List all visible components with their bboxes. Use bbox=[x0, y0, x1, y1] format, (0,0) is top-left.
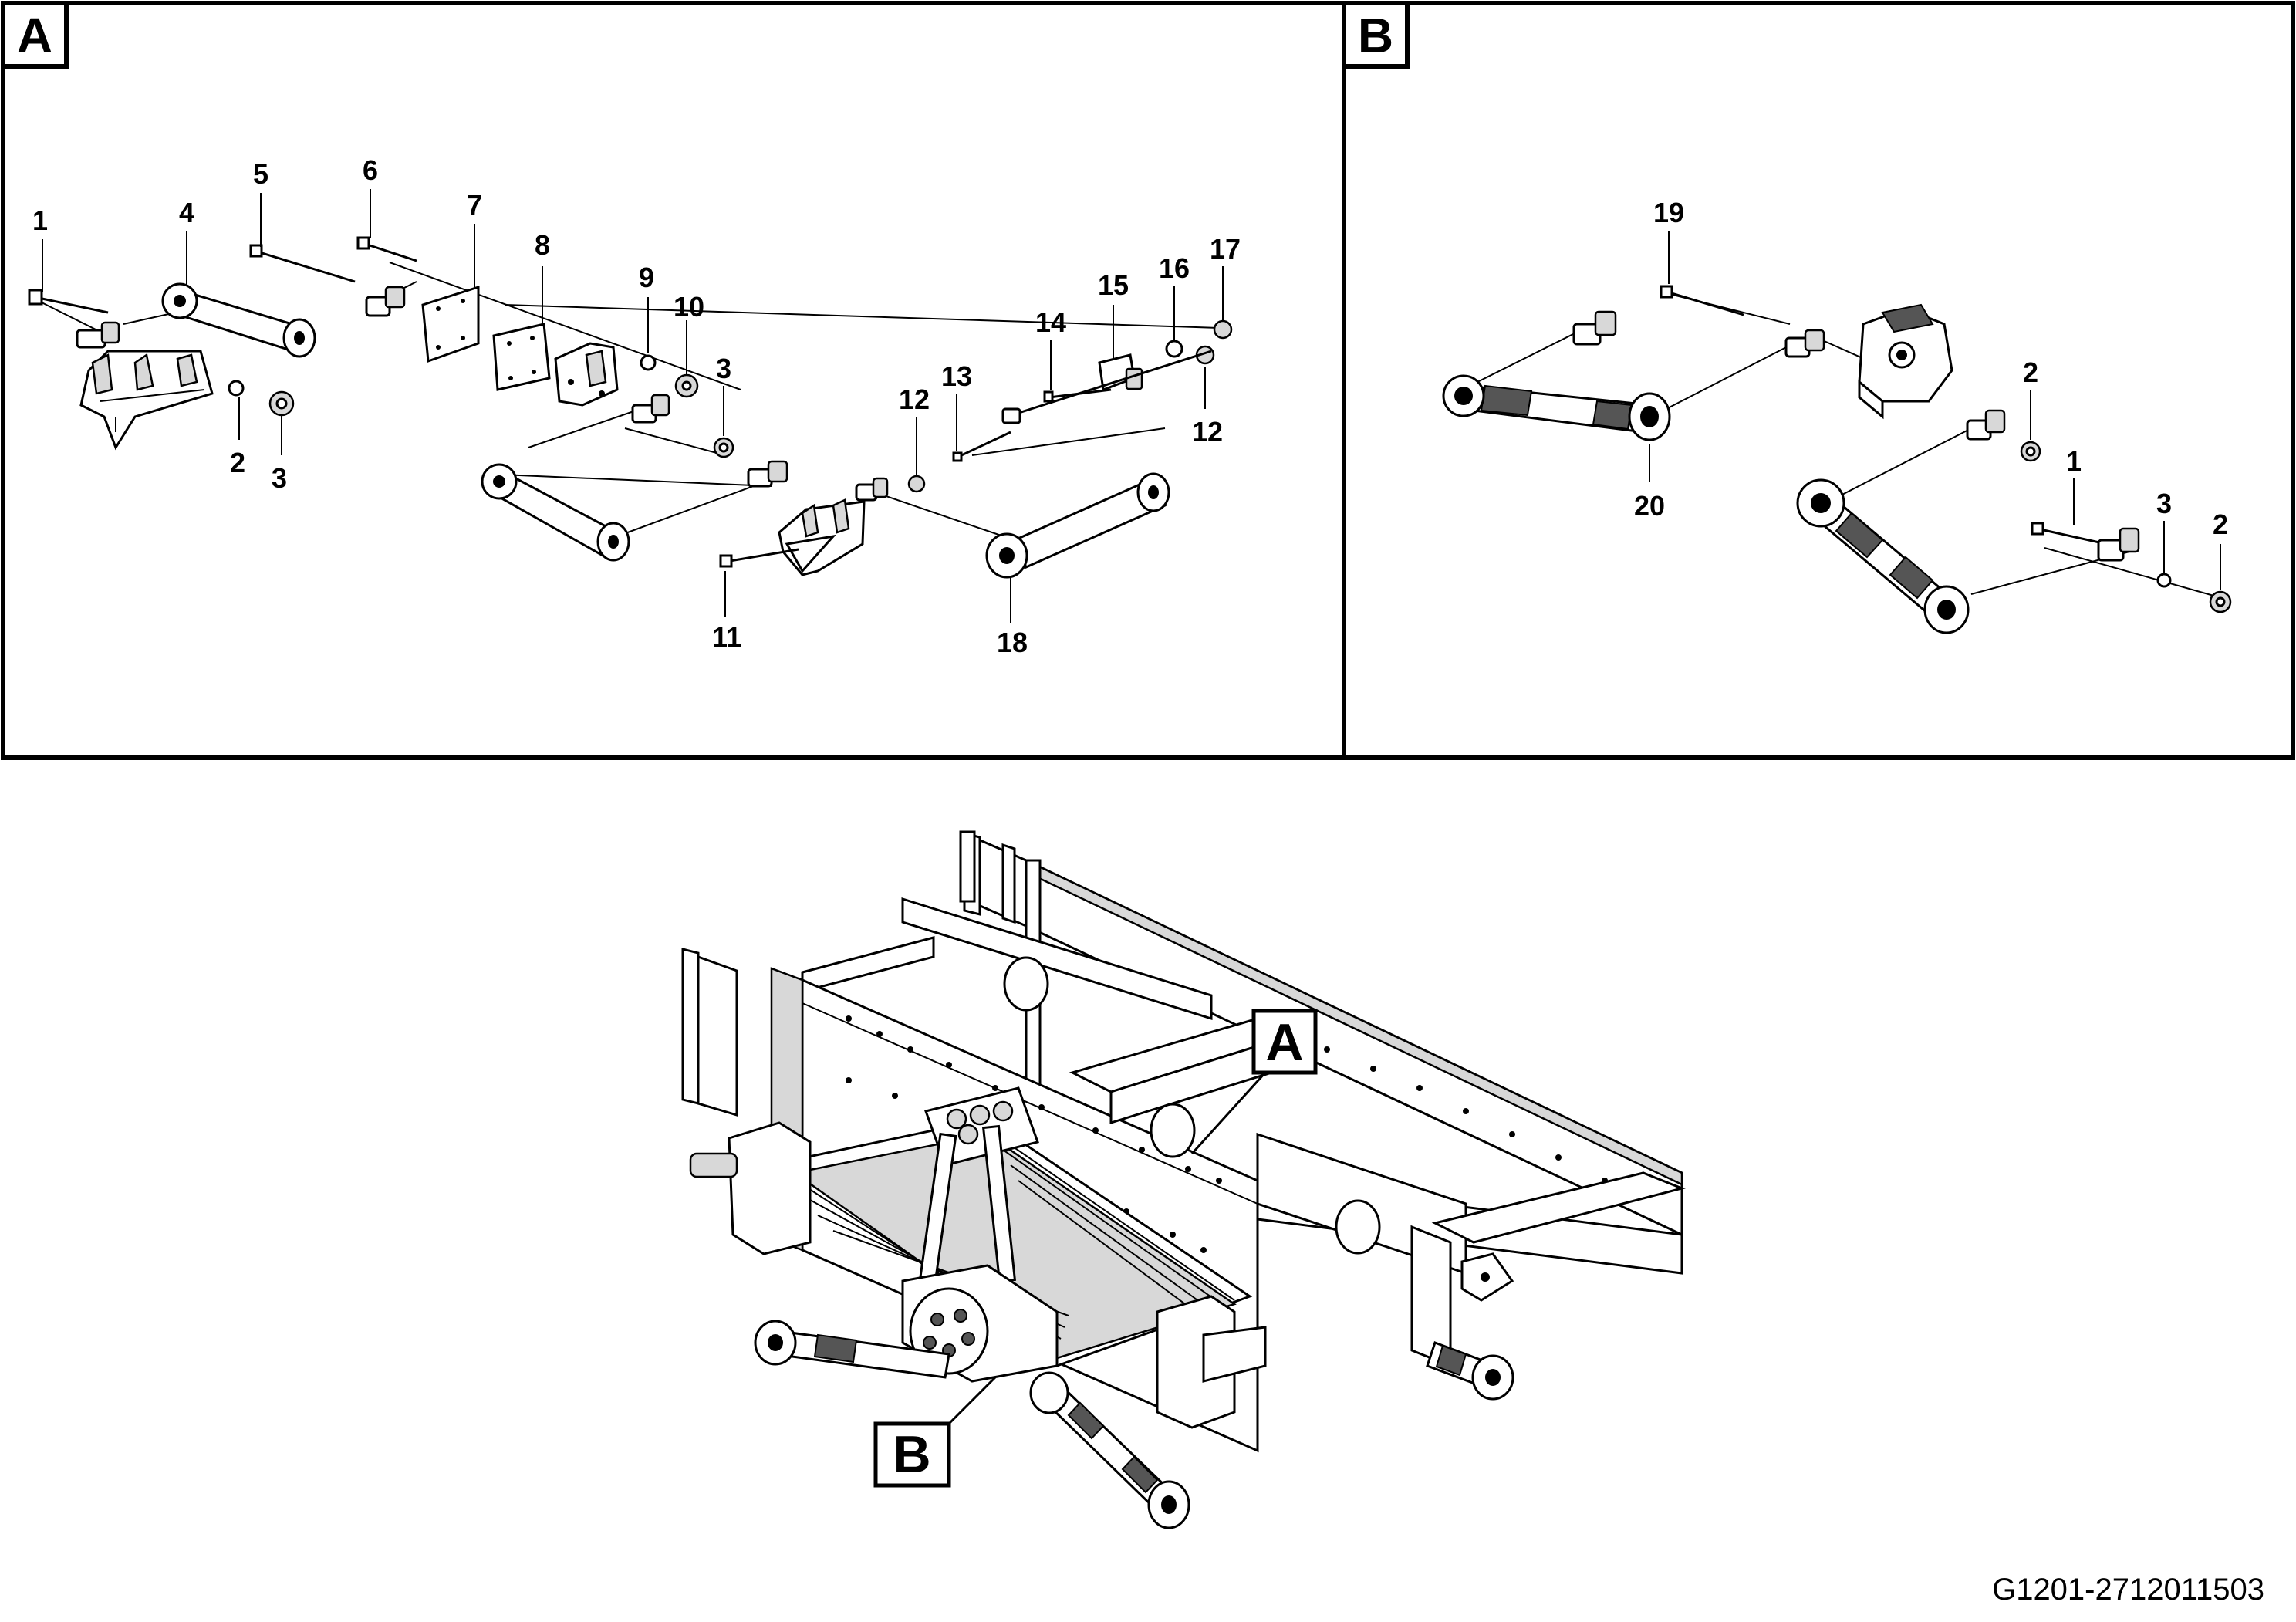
upper-link-arm bbox=[161, 282, 316, 358]
panel-a-parts: 1 2 3 4 5 6 7 8 9 10 3 12 13 14 15 16 17… bbox=[28, 154, 1241, 658]
part-label: 20 bbox=[1634, 490, 1665, 522]
part-label: 12 bbox=[899, 384, 930, 415]
part-label: 2 bbox=[2213, 509, 2228, 540]
part-label: 17 bbox=[1210, 233, 1241, 265]
bolt-part bbox=[28, 289, 109, 314]
part-label: 1 bbox=[2066, 445, 2082, 477]
clamp-nuts bbox=[946, 1100, 1014, 1145]
leader-lines-b bbox=[1649, 231, 2221, 590]
part-label: 2 bbox=[2023, 357, 2038, 388]
part-label: 3 bbox=[272, 462, 287, 494]
adjustable-rod-lower bbox=[1796, 478, 1970, 634]
part-label: 3 bbox=[716, 353, 731, 384]
panel-b-parts: 19 20 2 1 3 2 bbox=[1442, 197, 2232, 634]
adapter-plate bbox=[492, 323, 551, 391]
chassis-overview bbox=[681, 830, 1686, 1529]
part-label: 1 bbox=[32, 204, 48, 236]
hub-bolts bbox=[923, 1309, 975, 1357]
leader-lines-a bbox=[42, 189, 1224, 623]
part-label: 18 bbox=[997, 627, 1028, 658]
part-label: 12 bbox=[1192, 416, 1223, 448]
callout-a: A bbox=[1190, 1009, 1318, 1155]
part-label: 13 bbox=[941, 360, 972, 392]
leaf-spring-pack bbox=[784, 1117, 1253, 1367]
drawing-code: G1201-2712011503 bbox=[1992, 1573, 2264, 1607]
panel-a-letter: A bbox=[17, 8, 52, 63]
part-label: 10 bbox=[674, 291, 704, 323]
part-label: 2 bbox=[230, 447, 245, 478]
centre-bracket bbox=[554, 342, 619, 407]
part-label: 6 bbox=[363, 154, 378, 186]
callout-b-letter: B bbox=[893, 1425, 930, 1484]
lower-torque-rod-right bbox=[1029, 1371, 1190, 1529]
lower-torque-rod-left bbox=[754, 1320, 950, 1379]
panel-b: B bbox=[1342, 1, 2295, 760]
part-label: 4 bbox=[179, 197, 194, 228]
part-label: 19 bbox=[1653, 197, 1684, 228]
callout-b: B bbox=[873, 1376, 997, 1488]
part-label: 16 bbox=[1159, 252, 1190, 284]
part-label: 15 bbox=[1098, 269, 1129, 301]
part-label: 3 bbox=[2156, 488, 2172, 519]
part-label: 5 bbox=[253, 158, 268, 190]
lower-torque-rod-far bbox=[1426, 1341, 1514, 1401]
part-label: 8 bbox=[535, 229, 550, 261]
part-label: 7 bbox=[467, 189, 482, 221]
bushing-part bbox=[76, 321, 120, 349]
mounting-plate bbox=[421, 285, 480, 363]
right-link-arm bbox=[985, 472, 1170, 579]
right-bracket-part bbox=[778, 498, 866, 576]
left-bracket-part bbox=[79, 350, 214, 451]
part-label: 9 bbox=[639, 262, 654, 293]
adjustable-rod-upper bbox=[1442, 374, 1671, 441]
axle-bracket-part bbox=[1858, 303, 1953, 420]
panel-b-letter: B bbox=[1358, 8, 1393, 63]
part-label: 14 bbox=[1035, 306, 1066, 338]
lower-link-arm bbox=[481, 463, 630, 562]
part-label: 11 bbox=[712, 621, 741, 653]
callout-a-letter: A bbox=[1265, 1013, 1303, 1072]
